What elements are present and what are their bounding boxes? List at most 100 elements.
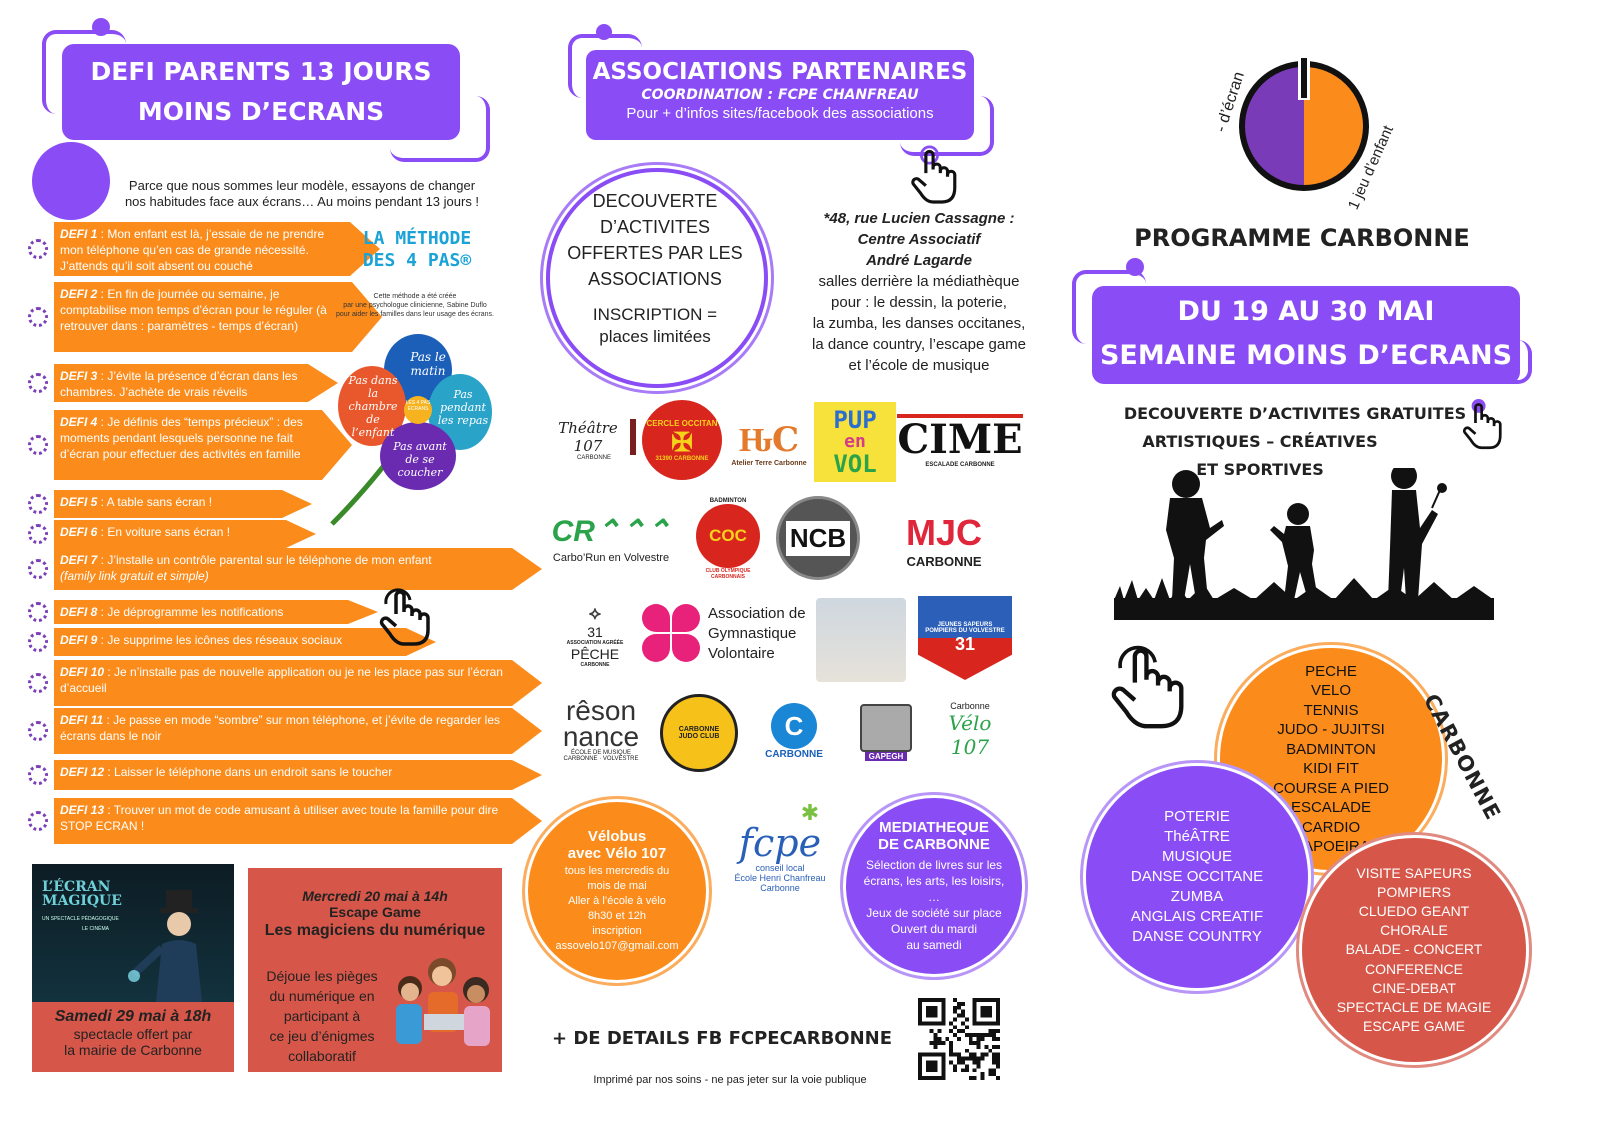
- logo-sub: CARBONNE: [576, 455, 611, 461]
- escape-box: Mercredi 20 mai à 14h Escape Game Les ma…: [248, 868, 502, 1072]
- logo-sub: ASSOCIATION AGRÉÉE: [566, 639, 624, 646]
- atelier-mark: ԊC: [738, 419, 800, 460]
- logo-sub: conseil local: [755, 863, 805, 873]
- logo-sub: CARBONNE: [765, 748, 823, 760]
- defi-label: DEFI 1: [60, 227, 98, 241]
- defi-bullet: [28, 602, 48, 622]
- logo-carbonne: C CARBONNE: [760, 696, 828, 766]
- logo-text: PUP: [833, 406, 877, 434]
- defi-header-line1: DEFI PARENTS 13 JOURS: [90, 57, 432, 86]
- week-header-line1: DU 19 AU 30 MAI: [1177, 296, 1435, 327]
- logo-text: Théâtre 107: [552, 419, 636, 455]
- defi-text: : Je déprogramme les notifications: [97, 605, 284, 619]
- logo-sub: Carbo’Run en Volvestre: [552, 552, 670, 564]
- logo-judo-club: CARBONNE JUDO CLUB: [660, 694, 738, 772]
- text-line: OFFERTES PAR LES: [567, 243, 743, 263]
- logo-text: CIME: [897, 414, 1023, 463]
- logo-text: en: [844, 431, 866, 452]
- defi-bullet: [28, 239, 48, 259]
- methode-desc: Cette méthode a été créée par une psycho…: [320, 292, 510, 319]
- defi-label: DEFI 11: [60, 713, 104, 727]
- assoc-header: ASSOCIATIONS PARTENAIRES COORDINATION : …: [586, 50, 974, 140]
- defi-bullet: [28, 765, 48, 785]
- hand-pointer-icon: [911, 145, 957, 204]
- text-line: écrans, les arts, les loisirs,: [863, 874, 1005, 888]
- velobus-bubble: Vélobus avec Vélo 107 tous les mercredis…: [528, 802, 706, 980]
- mediatheque-title: MEDIATHEQUE: [879, 819, 989, 836]
- text-line: BALADE - CONCERT: [1345, 941, 1483, 958]
- defi-header-line2: MOINS D’ECRANS: [137, 97, 385, 126]
- defi-item: DEFI 9 : Je supprime les icônes des rése…: [54, 628, 436, 656]
- text-line: 8h30 et 12h: [587, 910, 647, 922]
- week-subtitle: DECOUVERTE D’ACTIVITES GRATUITES ARTISTI…: [1110, 400, 1480, 484]
- text-line: Jeux de société sur place: [866, 906, 1002, 920]
- defi-text: : En voiture sans écran !: [97, 525, 231, 539]
- text-line: et l’école de musique: [848, 357, 990, 374]
- defi-item: DEFI 2 : En fin de journée ou semaine, j…: [54, 282, 382, 352]
- text-line: VELO: [1310, 682, 1352, 699]
- show-box: Samedi 29 mai à 18h spectacle offert par…: [32, 1002, 234, 1072]
- defi-item: DEFI 7 : J’installe un contrôle parental…: [54, 548, 542, 590]
- logo-text: rêson: [565, 695, 637, 726]
- screen-clock-illustration: [1239, 56, 1369, 191]
- clover-illustration: [330, 334, 492, 526]
- methode-title-line: LA MÉTHODE: [362, 228, 472, 249]
- decor-frame: [390, 96, 490, 162]
- defi-item: DEFI 8 : Je déprogramme les notification…: [54, 600, 378, 624]
- defi-bullet: [28, 435, 48, 455]
- logo-coc-badminton: BADMINTON COC CLUB OLYMPIQUE CARBONNAIS: [690, 494, 766, 584]
- text-line: du numérique en: [269, 988, 375, 1004]
- logo-theatre: Théâtre 107 CARBONNE: [552, 398, 636, 482]
- defi-item: DEFI 3 : J’évite la présence d’écran dan…: [54, 364, 338, 402]
- text-line: DANSE OCCITANE: [1130, 868, 1264, 885]
- defi-text: : Je passe en mode “sombre” sur mon télé…: [60, 713, 500, 743]
- text-line: au samedi: [906, 938, 962, 952]
- text-line: CARDIO: [1301, 818, 1361, 836]
- logo-sub: Atelier Terre Carbonne: [731, 459, 807, 467]
- velobus-title: avec Vélo 107: [567, 845, 667, 862]
- logo-sub: 31390 CARBONNE: [655, 455, 709, 462]
- fish-icon: ⟡: [589, 602, 601, 623]
- poster-sub: UN SPECTACLE PÉDAGOGIQUE: [42, 916, 119, 922]
- text-line: JUDO - JUJITSI: [1277, 721, 1385, 738]
- petal-bottom: Pas avant de se coucher: [393, 440, 447, 479]
- text-line: DANSE COUNTRY: [1132, 928, 1262, 945]
- text-line: DECOUVERTE: [592, 191, 718, 211]
- logo-sub: CARBONNE: [580, 661, 610, 668]
- week-subtitle-line: DECOUVERTE D’ACTIVITES GRATUITES: [1123, 404, 1467, 423]
- show-poster: L’ÉCRAN MAGIQUE UN SPECTACLE PÉDAGOGIQUE…: [32, 864, 234, 1002]
- defi-text: : Laisser le téléphone dans un endroit s…: [104, 765, 393, 779]
- text-line: VISITE SAPEURS: [1356, 864, 1472, 881]
- methode-desc-line: pour aider les familles dans leur usage …: [336, 311, 494, 318]
- intro-line: Parce que nous sommes leur modèle, essay…: [128, 178, 476, 193]
- logo-text: nance: [562, 721, 640, 752]
- petal-top: Pas le matin: [410, 350, 446, 378]
- defi-text: : Je définis des “temps précieux” : des …: [60, 415, 303, 461]
- logo-sub: Carbonne: [950, 701, 990, 711]
- logo-sub: ÉCOLE DE MUSIQUE: [570, 750, 631, 756]
- assoc-header-info: Pour + d’infos sites/facebook des associ…: [626, 105, 934, 122]
- defi-item: DEFI 5 : A table sans écran !: [54, 490, 312, 518]
- defi-item: DEFI 1 : Mon enfant est là, j’essaie de …: [54, 222, 380, 276]
- text-line: tous les mercredis du: [564, 865, 670, 877]
- logo-text: COC: [696, 504, 760, 568]
- defi-text: : J’installe un contrôle parental sur le…: [97, 553, 432, 567]
- logo-sub: CARBONNE · VOLVESTRE: [563, 756, 639, 762]
- defi-header: DEFI PARENTS 13 JOURS MOINS D’ECRANS: [62, 44, 460, 140]
- text-line: …: [928, 890, 940, 904]
- defi-note: (family link gratuit et simple): [60, 569, 209, 583]
- text-line: ANGLAIS CREATIF: [1130, 908, 1264, 925]
- logo-text: CARBONNE JUDO CLUB: [678, 726, 720, 740]
- logo-cime: CIME ESCALADE CARBONNE: [897, 406, 1023, 476]
- defi-text: : J’évite la présence d’écran dans les c…: [60, 369, 298, 399]
- defi-text: : Mon enfant est là, j’essaie de ne pren…: [60, 227, 325, 273]
- children-silhouette-illustration: [1114, 468, 1494, 620]
- defi-item: DEFI 11 : Je passe en mode “sombre” sur …: [54, 708, 542, 754]
